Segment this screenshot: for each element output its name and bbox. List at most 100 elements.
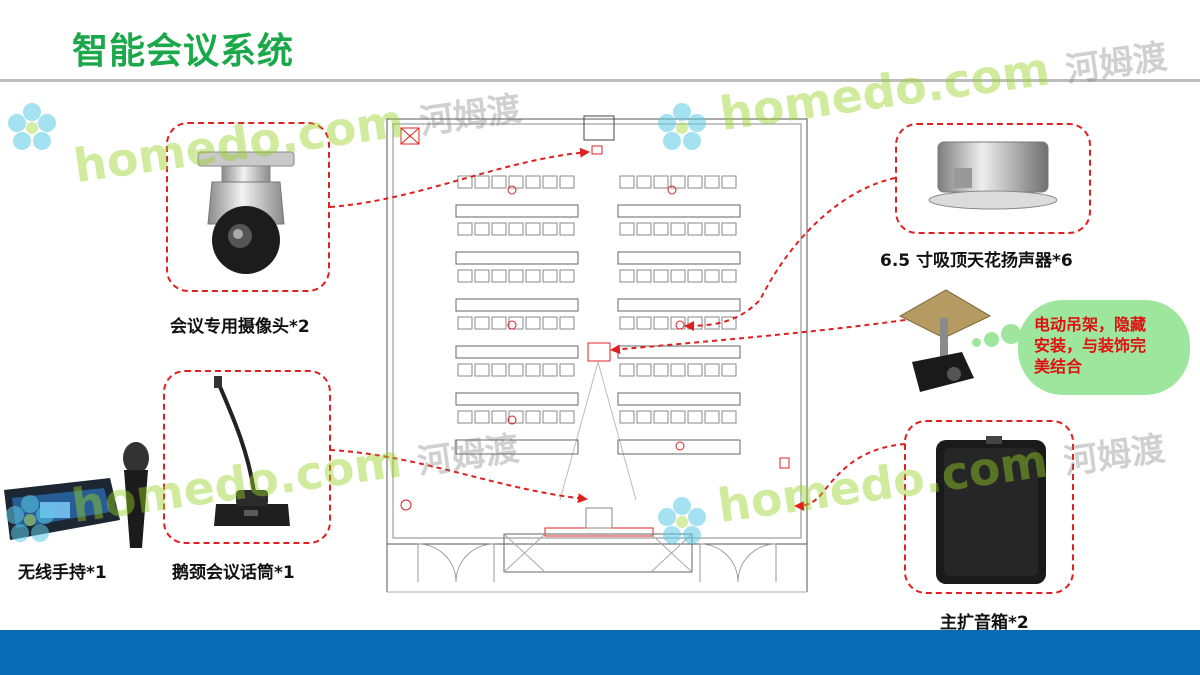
chair [704,269,720,283]
chair [559,363,575,377]
connection-arrows [329,147,906,511]
chair [542,316,558,330]
chair [653,222,669,236]
chair [636,316,652,330]
ceiling-speaker-marker [507,185,517,195]
desk [455,298,579,312]
chair [525,316,541,330]
chair [525,175,541,189]
chair [704,222,720,236]
arrow-projector-to-plan [610,319,906,355]
camera-label: 会议专用摄像头*2 [170,317,310,337]
chair [491,410,507,424]
chair [559,410,575,424]
chair [687,175,703,189]
chair [687,363,703,377]
chair [559,269,575,283]
chair [457,222,473,236]
chair [636,410,652,424]
chair [670,363,686,377]
page-title: 智能会议系统 [72,31,295,72]
desk [617,298,741,312]
ptz-camera-icon [197,151,295,274]
chair [636,269,652,283]
chair [525,363,541,377]
bubble-dot-small [972,338,981,347]
chair [457,316,473,330]
chair [721,363,737,377]
chair [508,222,524,236]
ceiling-speaker-marker [667,185,677,195]
desk [455,204,579,218]
chair [474,175,490,189]
chair [721,175,737,189]
chair [474,363,490,377]
projector-note-line3: 美结合 [1034,357,1083,376]
chair [542,175,558,189]
watermark-flower-icon [8,103,56,150]
gooseneck-microphone-icon [214,376,290,526]
footer-bar [0,630,1200,675]
chair [508,269,524,283]
projector-note-line1: 电动吊架，隐藏 [1034,315,1147,334]
chair [670,269,686,283]
chair [653,410,669,424]
main-speaker-label: 主扩音箱*2 [940,613,1029,633]
chair [457,269,473,283]
desk [617,392,741,406]
desk [617,345,741,359]
ceiling-speaker-marker [507,320,517,330]
desk [455,392,579,406]
chair [653,269,669,283]
chair [721,316,737,330]
chair [670,222,686,236]
chair [721,410,737,424]
chair [508,316,524,330]
chair [525,222,541,236]
chair [687,316,703,330]
chair [474,222,490,236]
projector-note-bubble: 电动吊架，隐藏 安装，与装饰完 美结合 [1018,300,1190,395]
chair [721,222,737,236]
watermark-flower-icon [658,103,706,150]
arrow-ceiling-speaker-to-plan [684,177,896,331]
chair [457,363,473,377]
bubble-dot-large [1001,324,1021,344]
bubble-dot-medium [984,332,999,347]
chair [721,269,737,283]
chair [619,316,635,330]
desk [455,439,579,455]
conference-room-floor-plan [386,115,808,593]
ceiling-speaker-label: 6.5 寸吸顶天花扬声器*6 [880,251,1073,271]
arrow-camera-to-plan [329,147,590,208]
chair [542,269,558,283]
chair [559,222,575,236]
chair [491,175,507,189]
ceiling-projector-icon [898,289,992,392]
chair [474,410,490,424]
chair [491,316,507,330]
chair [474,316,490,330]
projector-note-line2: 安装，与装饰完 [1034,336,1147,355]
desk [617,439,741,455]
watermark-flower-icon [658,497,706,544]
chair [619,175,635,189]
chair [525,410,541,424]
chair [559,175,575,189]
desk [617,251,741,265]
chair [704,410,720,424]
chair [491,363,507,377]
desk [455,251,579,265]
chair [704,363,720,377]
chair [619,222,635,236]
chair [474,269,490,283]
chair [508,363,524,377]
chair [457,175,473,189]
chair [491,222,507,236]
chair [636,175,652,189]
wireless-handheld-mic-icon [4,442,149,548]
wall-speaker-icon [936,436,1046,584]
arrow-mic-to-podium [329,449,588,504]
ceiling-speaker-marker [675,320,685,330]
watermarks [6,103,706,544]
